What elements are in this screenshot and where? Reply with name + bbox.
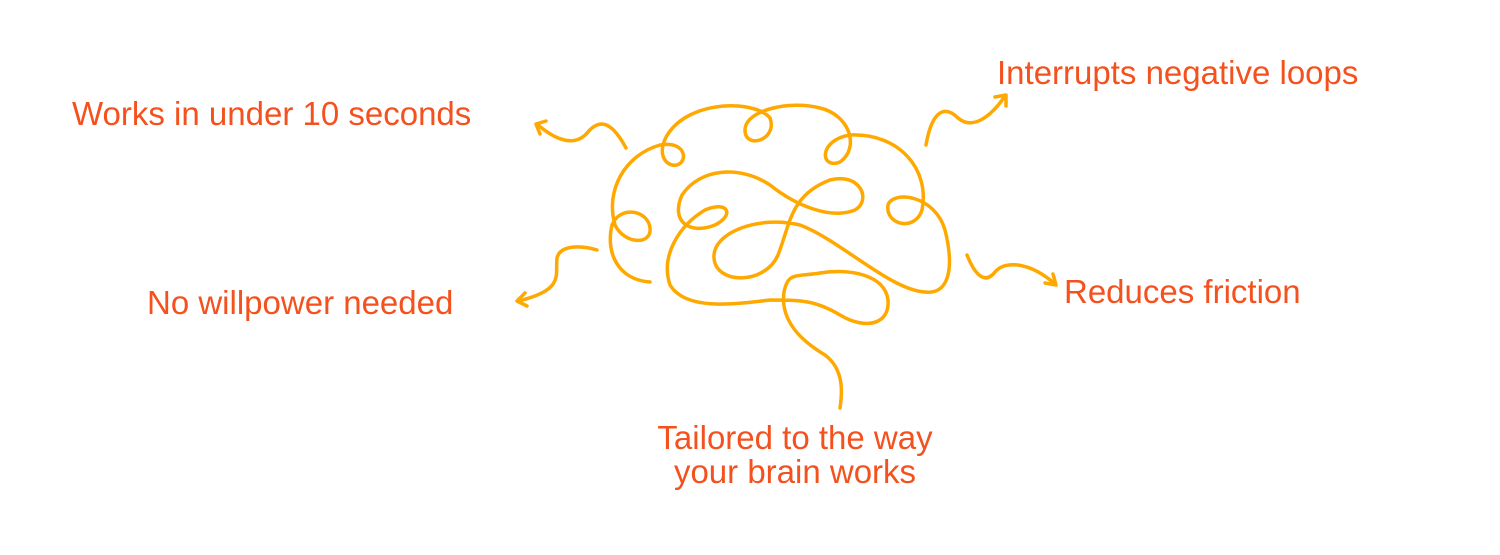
label-works-in-under-10-seconds: Works in under 10 seconds: [72, 95, 472, 132]
brain-scribble: [608, 103, 952, 410]
label-tailored-line2: your brain works: [673, 453, 917, 490]
label-reduces-friction: Reduces friction: [1064, 273, 1301, 310]
arrow-works: [534, 119, 628, 150]
arrow-friction: [965, 253, 1058, 287]
arrow-willpower: [515, 245, 599, 308]
label-no-willpower-needed: No willpower needed: [147, 284, 454, 321]
label-interrupts-negative-loops: Interrupts negative loops: [997, 54, 1359, 91]
arrow-interrupts: [924, 93, 1008, 147]
label-tailored-line1: Tailored to the way: [657, 419, 933, 456]
